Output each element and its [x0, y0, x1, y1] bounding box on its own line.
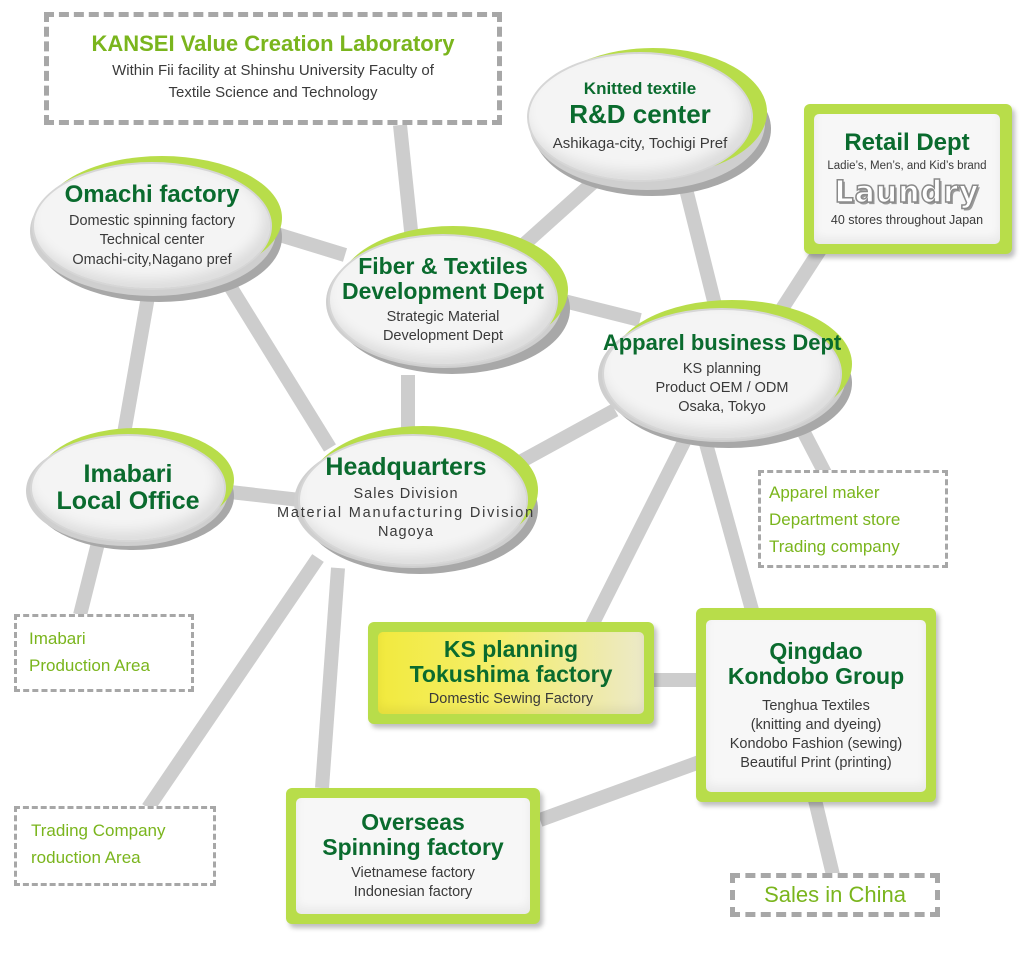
knitted-line1: Knitted textile [583, 78, 697, 98]
imabari-area-line1: Imabari [29, 629, 86, 648]
hq-title: Headquarters [325, 452, 487, 481]
apparel-line1: KS planning [682, 360, 762, 377]
connector-qingdao-china [808, 798, 840, 877]
knitted-sub: Ashikaga-city, Tochigi Pref [552, 135, 728, 153]
hq-line2: Material Manufacturing Division [276, 504, 536, 521]
fiber-title2: Development Dept [342, 277, 544, 304]
apparel-maker-line1: Apparel maker [769, 483, 880, 502]
omachi-line3: Omachi-city,Nagano pref [72, 251, 232, 268]
hq-line3: Nagoya [378, 524, 434, 541]
hq-line1: Sales Division [353, 485, 459, 502]
connector-overseas-qingdao [537, 753, 708, 827]
laundry-brand-logo: Laundry [834, 174, 980, 210]
sales-in-china-box: Sales in China [730, 873, 940, 917]
connector-apparel-hq [516, 403, 619, 469]
imabari-production-area-box: Imabari Production Area [14, 614, 194, 692]
connector-omachi-hq [219, 274, 336, 452]
connector-apparel-retail [772, 246, 826, 319]
connector-imabari-hq [229, 485, 301, 507]
trading-area-line1: Trading Company [31, 821, 166, 840]
imabari-title1: Imabari [83, 460, 173, 488]
qingdao-line1: Tenghua Textiles [762, 697, 870, 714]
connector-omachi-imabari [115, 283, 157, 447]
qingdao-title1: Qingdao [769, 637, 863, 664]
trading-company-area-box: Trading Company roduction Area [14, 806, 216, 886]
fiber-line2: Development Dept [382, 327, 504, 344]
apparel-line3: Osaka, Tokyo [678, 398, 766, 415]
apparel-maker-line3: Trading company [769, 537, 900, 557]
overseas-line1: Vietnamese factory [351, 864, 475, 881]
overseas-spinning-box: Overseas Spinning factory Vietnamese fac… [286, 788, 540, 924]
knitted-title: R&D center [569, 99, 711, 130]
kansei-lab-box: KANSEI Value Creation Laboratory Within … [44, 12, 502, 125]
omachi-title: Omachi factory [64, 181, 240, 209]
overseas-title1: Overseas [361, 809, 465, 836]
connector-fiber-apparel [558, 293, 642, 327]
connector-hq-trading [142, 554, 324, 812]
ks-sub: Domestic Sewing Factory [428, 690, 594, 707]
imabari-area-line2: Production Area [29, 656, 150, 676]
overseas-line2: Indonesian factory [353, 883, 473, 900]
kansei-lab-line1: Within Fii facility at Shinshu Universit… [112, 62, 434, 80]
imabari-local-office-node: Imabari Local Office [24, 428, 238, 552]
knitted-rd-center-node: Knitted textile R&D center Ashikaga-city… [523, 48, 773, 198]
overseas-title2: Spinning factory [322, 833, 504, 860]
imabari-title2: Local Office [56, 487, 200, 515]
connector-kansei-fiber [393, 124, 419, 241]
qingdao-title2: Kondobo Group [727, 662, 905, 689]
kansei-lab-title: KANSEI Value Creation Laboratory [91, 31, 455, 56]
apparel-line2: Product OEM / ODM [655, 379, 789, 396]
ks-title1: KS planning [443, 636, 579, 663]
kansei-lab-line2: Textile Science and Technology [168, 84, 378, 102]
fiber-textiles-dept-node: Fiber & Textiles Development Dept Strate… [318, 226, 574, 376]
omachi-line1: Domestic spinning factory [68, 213, 235, 230]
qingdao-kondobo-box: Qingdao Kondobo Group Tenghua Textiles (… [696, 608, 936, 802]
ks-tokushima-box: KS planning Tokushima factory Domestic S… [368, 622, 654, 724]
apparel-title: Apparel business Dept [602, 329, 842, 355]
connector-hq-overseas [315, 567, 345, 789]
fiber-line1: Strategic Material [386, 308, 500, 325]
retail-dept-box: Retail Dept Ladie’s, Men’s, and Kid’s br… [804, 104, 1012, 254]
omachi-factory-node: Omachi factory Domestic spinning factory… [28, 156, 286, 304]
connector-knitted-fiber [515, 172, 603, 254]
connector-apparel-ks [585, 436, 692, 629]
fiber-title1: Fiber & Textiles [358, 253, 528, 280]
apparel-maker-line2: Department store [769, 510, 901, 530]
headquarters-node: Headquarters Sales Division Material Man… [277, 426, 542, 576]
apparel-business-dept-node: Apparel business Dept KS planning Produc… [592, 300, 862, 450]
retail-line2: 40 stores throughout Japan [830, 212, 984, 227]
qingdao-line3: Kondobo Fashion (sewing) [729, 735, 903, 752]
sales-china-label: Sales in China [764, 882, 906, 907]
qingdao-line4: Beautiful Print (printing) [740, 754, 892, 771]
connector-apparel-qingdao [698, 438, 759, 612]
ks-title2: Tokushima factory [409, 660, 613, 687]
apparel-maker-box: Apparel maker Department store Trading c… [758, 470, 948, 568]
qingdao-line2: (knitting and dyeing) [750, 716, 882, 733]
connector-omachi-fiber [267, 225, 348, 262]
retail-line1: Ladie’s, Men’s, and Kid’s brand [827, 159, 987, 172]
retail-title: Retail Dept [844, 128, 970, 156]
omachi-line2: Technical center [99, 232, 205, 249]
trading-area-line2: roduction Area [31, 848, 141, 868]
connector-imabari-area [73, 533, 107, 617]
